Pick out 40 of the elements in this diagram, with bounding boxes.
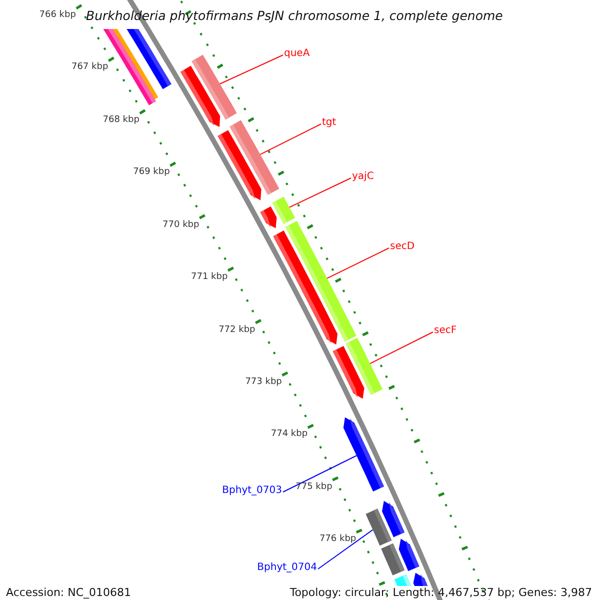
gene-block (394, 574, 412, 586)
gene-label: secF (434, 326, 457, 336)
gene-block (260, 206, 277, 228)
title: Burkholderia phytofirmans PsJN chromosome 1, complete genome (85, 8, 504, 24)
leader-line (326, 248, 390, 279)
gene-block (398, 538, 420, 572)
gene-block (230, 120, 280, 195)
gene-block (112, 29, 158, 100)
gene-label: queA (284, 49, 310, 59)
scale-label: 776 kbp (319, 535, 356, 544)
gene-block (343, 417, 384, 492)
gene-label: yajC (352, 172, 374, 182)
gene-block (192, 54, 237, 120)
leader-line (288, 178, 352, 208)
scale-label: 766 kbp (39, 10, 76, 20)
genome-info-text: Topology: circular; Length: 4,467,537 bp; Genes: 3,987 (290, 587, 592, 598)
scale-label: 774 kbp (270, 430, 308, 440)
scale-label: 775 kbp (296, 482, 332, 492)
leader-line (318, 529, 374, 570)
leader-line (219, 54, 284, 84)
scale-label: 770 kbp (162, 220, 200, 230)
gene-block (382, 500, 404, 538)
gene-block (346, 338, 383, 395)
scale-label: 769 kbp (133, 168, 170, 178)
gene-block (272, 196, 296, 224)
gene-block (413, 572, 428, 586)
leader-line (370, 332, 434, 364)
accession-text: Accession: NC_010681 (6, 587, 132, 598)
gene-label: Bphyt_0703 (222, 486, 282, 496)
gene-label: tgt (322, 118, 336, 128)
leader-line (282, 455, 358, 492)
gene-label: Bphyt_0704 (257, 563, 317, 573)
gene-label: secD (390, 242, 415, 252)
leader-line (260, 124, 322, 155)
scale-label: 768 kbp (102, 116, 140, 125)
scale-label: 773 kbp (245, 378, 282, 387)
scale-label: 771 kbp (191, 273, 228, 282)
scale-label: 767 kbp (71, 63, 108, 72)
scale-label: 772 kbp (218, 326, 256, 335)
gene-block (285, 220, 356, 342)
